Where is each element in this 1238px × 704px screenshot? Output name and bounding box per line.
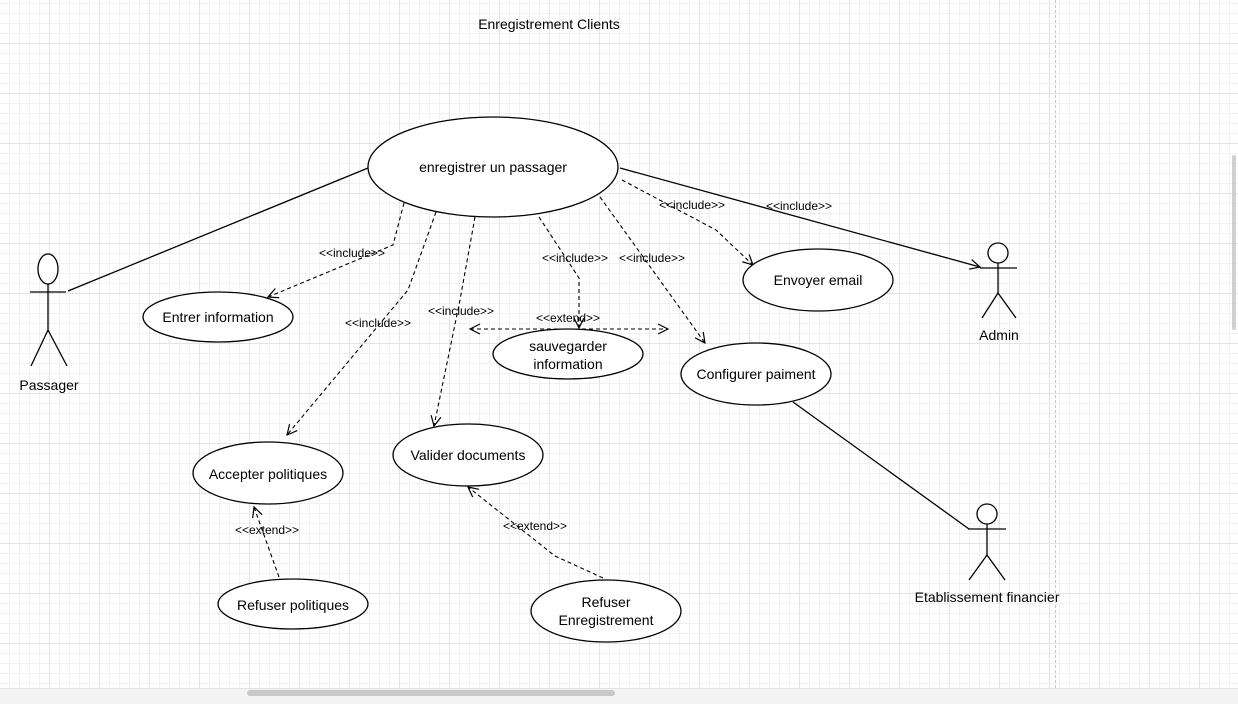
include-arrow-valider-documents[interactable] bbox=[434, 216, 476, 426]
horizontal-scrollbar[interactable] bbox=[0, 688, 1238, 704]
use-case-label-refuser-enreg-line2: Enregistrement bbox=[559, 612, 654, 628]
extend-arrow-refuser-politiques[interactable] bbox=[254, 507, 280, 578]
use-case-label-accepter-politiques: Accepter politiques bbox=[209, 466, 327, 482]
use-case-label-entrer-information: Entrer information bbox=[162, 309, 273, 325]
actor-label-admin: Admin bbox=[979, 327, 1019, 343]
actor-etablissement-financier[interactable] bbox=[968, 503, 1006, 581]
actor-passager[interactable] bbox=[30, 253, 68, 367]
relation-label-include-valider: <<include>> bbox=[428, 304, 494, 318]
relation-label-extend-valider: <<extend>> bbox=[503, 519, 567, 533]
use-case-valider-documents[interactable] bbox=[392, 423, 544, 487]
relation-label-include-entrer: <<include>> bbox=[319, 246, 385, 260]
use-case-label-valider-documents: Valider documents bbox=[411, 447, 526, 463]
actor-admin[interactable] bbox=[980, 242, 1017, 319]
use-case-label-envoyer-email: Envoyer email bbox=[774, 272, 863, 288]
use-case-label-configurer-paiment: Configurer paiment bbox=[696, 366, 815, 382]
use-case-refuser-enregistrement[interactable] bbox=[530, 579, 682, 643]
diagram-title: Enregistrement Clients bbox=[478, 16, 620, 32]
page-boundary-divider bbox=[1055, 0, 1056, 688]
extend-arrow-refuser-enregistrement[interactable] bbox=[468, 487, 604, 579]
association-enregistrer-admin[interactable] bbox=[619, 167, 980, 267]
use-case-label-sauvegarder-line2: information bbox=[533, 356, 602, 372]
use-case-accepter-politiques[interactable] bbox=[192, 441, 344, 505]
relation-label-include-envoyer: <<include>> bbox=[659, 198, 725, 212]
association-configurer-etablissement[interactable] bbox=[792, 401, 970, 530]
use-case-label-refuser-enreg-line1: Refuser bbox=[581, 594, 630, 610]
relation-label-include-sauvegarder: <<include>> bbox=[542, 251, 608, 265]
include-arrow-entrer-information[interactable] bbox=[268, 202, 405, 297]
include-arrow-configurer-paiment[interactable] bbox=[599, 196, 705, 343]
actor-label-etablissement: Etablissement financier bbox=[915, 589, 1060, 605]
relation-label-include-configurer: <<include>> bbox=[619, 251, 685, 265]
use-case-enregistrer-un-passager[interactable] bbox=[367, 116, 619, 218]
use-case-entrer-information[interactable] bbox=[142, 291, 294, 343]
horizontal-scrollbar-thumb[interactable] bbox=[247, 690, 615, 696]
use-case-envoyer-email[interactable] bbox=[742, 248, 894, 312]
association-passager-enregistrer[interactable] bbox=[67, 167, 369, 292]
use-case-label-enregistrer: enregistrer un passager bbox=[419, 159, 567, 175]
use-case-label-refuser-politiques: Refuser politiques bbox=[237, 597, 349, 613]
use-case-label-sauvegarder-line1: sauvegarder bbox=[529, 338, 607, 354]
use-case-refuser-politiques[interactable] bbox=[217, 578, 369, 630]
relation-label-include-accepter: <<include>> bbox=[345, 316, 411, 330]
include-arrow-envoyer-email[interactable] bbox=[621, 179, 753, 265]
use-case-sauvegarder-information[interactable] bbox=[492, 328, 644, 380]
use-case-diagram: Enregistrement Clients enregistrer un pa… bbox=[19, 16, 1060, 643]
include-arrow-sauvegarder-information[interactable] bbox=[538, 216, 579, 328]
use-case-configurer-paiment[interactable] bbox=[680, 342, 832, 406]
relation-label-extend-sauvegarder: <<extend>> bbox=[536, 311, 600, 325]
actor-label-passager: Passager bbox=[19, 377, 78, 393]
relation-label-include-admin: <<include>> bbox=[766, 199, 832, 213]
vertical-scrollbar-thumb[interactable] bbox=[1232, 155, 1236, 330]
relation-label-extend-accepter: <<extend>> bbox=[235, 523, 299, 537]
